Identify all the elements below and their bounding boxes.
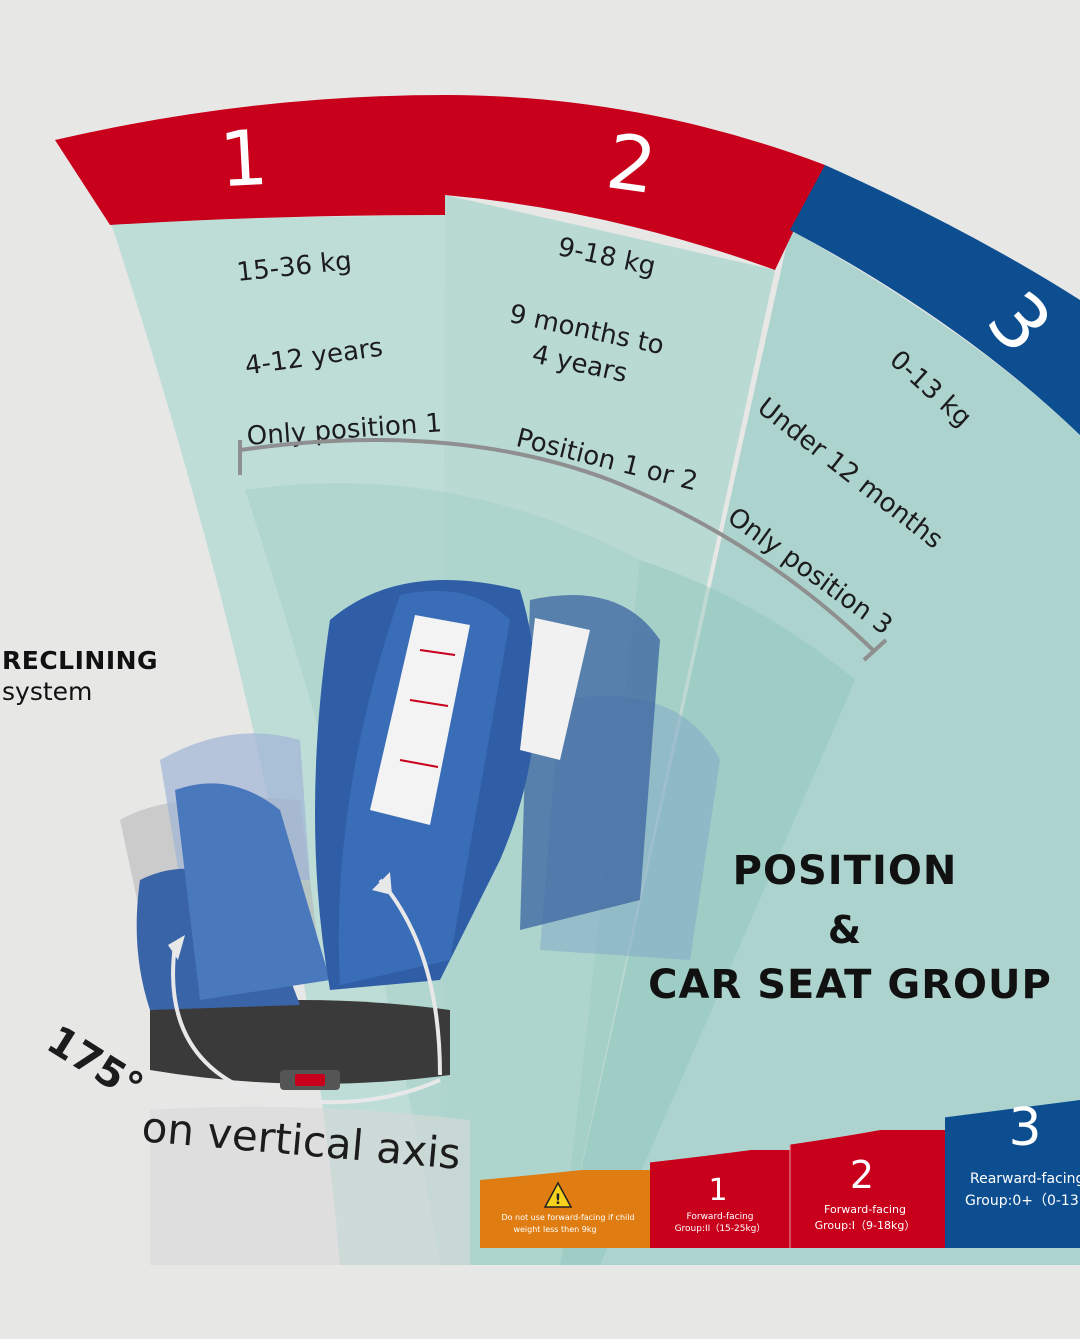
band-sector-2 bbox=[445, 95, 825, 270]
warning-icon: ! bbox=[543, 1181, 573, 1208]
reclining-label-line2: system bbox=[2, 677, 93, 706]
reclining-label-line1: RECLINING bbox=[2, 646, 159, 675]
legend-item-2-line1: Forward-facing bbox=[824, 1203, 906, 1216]
sector-1-number: 1 bbox=[217, 113, 270, 204]
legend-warning-text-2: weight less then 9kg bbox=[513, 1225, 596, 1234]
position-bracket-arc bbox=[239, 438, 877, 654]
legend-item-2-box bbox=[790, 1130, 945, 1248]
heading-line2: & bbox=[827, 908, 863, 952]
heading-line1: POSITION bbox=[732, 848, 958, 894]
legend-warning-box bbox=[480, 1170, 650, 1248]
legend-item-1-line1: Forward-facing bbox=[687, 1212, 754, 1222]
legend-item-1-line2: Group:II（15-25kg） bbox=[675, 1223, 766, 1234]
band-sector-3 bbox=[790, 165, 1080, 435]
legend-item-1-box bbox=[650, 1150, 790, 1248]
legend-item-1-number: 1 bbox=[708, 1173, 727, 1208]
legend-item-2-number: 2 bbox=[850, 1153, 874, 1197]
heading-line3: CAR SEAT GROUP bbox=[648, 962, 1052, 1008]
legend-bar bbox=[480, 1100, 1080, 1248]
reclining-label: RECLINING system bbox=[2, 646, 158, 706]
legend-warning-text-1: Do not use forward-facing if child bbox=[501, 1213, 634, 1222]
fan-sector-3-body bbox=[560, 230, 1080, 1265]
legend-item-3-box bbox=[945, 1100, 1080, 1248]
car-seat-illustration bbox=[120, 580, 720, 1265]
svg-text:!: ! bbox=[555, 1192, 561, 1208]
bracket-end-right bbox=[862, 638, 888, 662]
rotation-degrees: 175° bbox=[39, 1017, 151, 1111]
legend-item-2-line2: Group:I（9-18kg） bbox=[815, 1219, 916, 1232]
legend-item-3-number: 3 bbox=[1008, 1098, 1041, 1158]
legend-item-3-line1: Rearward-facing bbox=[970, 1171, 1080, 1187]
band-sector-1 bbox=[55, 95, 445, 225]
